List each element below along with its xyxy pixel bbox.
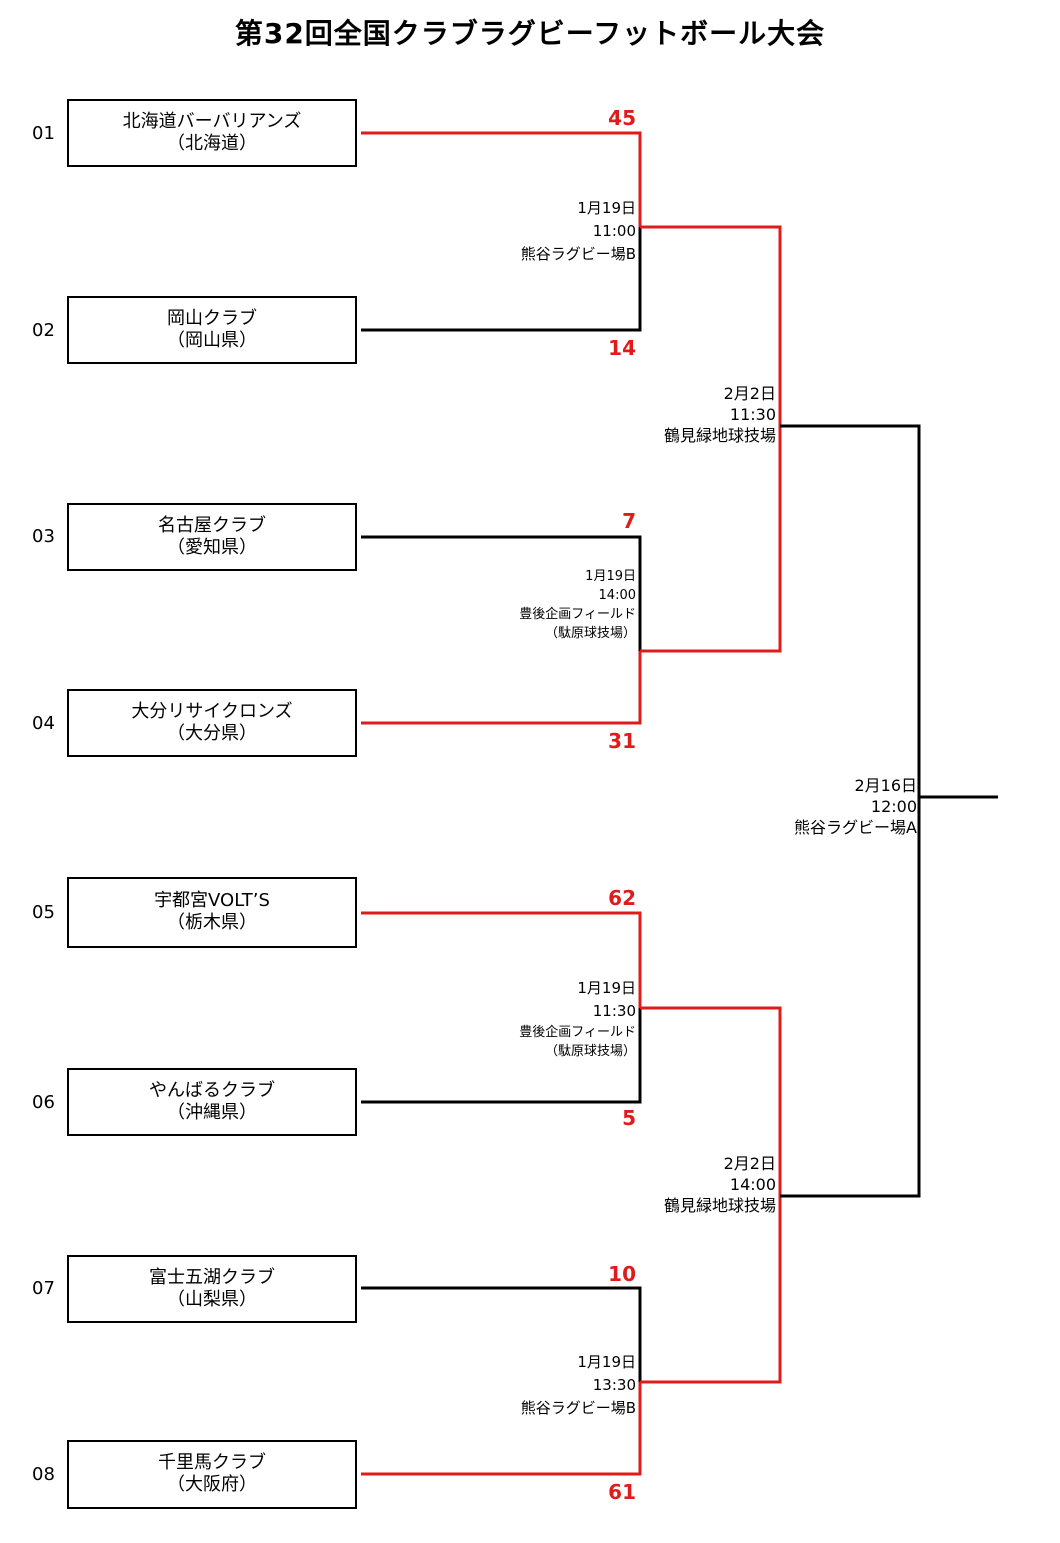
match-venue: 豊後企画フィールド [519, 1025, 636, 1040]
team-name: 名古屋クラブ [158, 515, 266, 536]
match-info-r1-1: 1月19日 11:00 熊谷ラグビー場B [521, 197, 636, 266]
score-team-03: 7 [622, 509, 636, 533]
match-info-r1-3: 1月19日 11:30 豊後企画フィールド （駄原球技場） [519, 977, 636, 1061]
match-venue: 鶴見緑地球技場 [663, 426, 776, 445]
line-team-06 [361, 1008, 642, 1104]
line-winner-m4 [640, 1196, 782, 1384]
seed-number: 07 [32, 1278, 55, 1299]
team-prefecture: （岡山県） [167, 330, 257, 351]
team-box: やんばるクラブ （沖縄県） [67, 1068, 357, 1136]
score-team-04: 31 [608, 729, 636, 753]
seed-number: 02 [32, 320, 55, 341]
match-venue-sub: （駄原球技場） [544, 626, 636, 641]
score-team-02: 14 [608, 336, 636, 360]
match-time: 12:00 [870, 797, 917, 816]
seed-number: 06 [32, 1092, 55, 1113]
line-winner-m1 [640, 225, 782, 426]
match-time: 14:00 [729, 1175, 776, 1194]
team-box: 名古屋クラブ （愛知県） [67, 503, 357, 571]
team-box: 大分リサイクロンズ （大分県） [67, 689, 357, 757]
team-prefecture: （愛知県） [167, 537, 257, 558]
match-venue: 豊後企画フィールド [519, 607, 636, 622]
score-team-01: 45 [608, 106, 636, 130]
seed-number: 03 [32, 526, 55, 547]
match-time: 13:30 [592, 1376, 636, 1394]
line-team-03 [361, 535, 642, 651]
team-name: やんばるクラブ [149, 1080, 275, 1101]
match-info-r1-2: 1月19日 14:00 豊後企画フィールド （駄原球技場） [519, 567, 636, 643]
team-name: 岡山クラブ [167, 308, 257, 329]
seed-number: 01 [32, 123, 55, 144]
score-team-06: 5 [622, 1106, 636, 1130]
team-box: 宇都宮VOLT’S （栃木県） [67, 877, 357, 948]
team-prefecture: （大分県） [167, 723, 257, 744]
match-info-final: 2月16日 12:00 熊谷ラグビー場A [794, 775, 917, 838]
match-time: 11:30 [729, 405, 776, 424]
team-name: 北海道バーバリアンズ [122, 111, 302, 132]
match-time: 11:00 [592, 222, 636, 240]
team-box: 富士五湖クラブ （山梨県） [67, 1255, 357, 1323]
match-time: 14:00 [598, 588, 636, 603]
score-team-07: 10 [608, 1262, 636, 1286]
match-info-semi-2: 2月2日 14:00 鶴見緑地球技場 [664, 1153, 776, 1216]
match-info-r1-4: 1月19日 13:30 熊谷ラグビー場B [521, 1351, 636, 1420]
team-prefecture: （大阪府） [167, 1474, 257, 1495]
team-name: 富士五湖クラブ [149, 1267, 275, 1288]
line-team-07 [361, 1286, 642, 1382]
team-prefecture: （山梨県） [167, 1289, 257, 1310]
line-team-04 [361, 651, 642, 725]
team-box: 北海道バーバリアンズ （北海道） [67, 99, 357, 167]
team-prefecture: （沖縄県） [167, 1102, 257, 1123]
match-time: 11:30 [592, 1002, 636, 1020]
match-date: 2月2日 [723, 1154, 776, 1173]
team-name: 大分リサイクロンズ [131, 701, 293, 722]
match-venue-sub: （駄原球技場） [544, 1044, 636, 1059]
match-date: 1月19日 [577, 979, 636, 997]
line-team-08 [361, 1382, 642, 1476]
match-date: 1月19日 [577, 199, 636, 217]
line-semi1-out [780, 424, 921, 797]
line-team-01 [361, 131, 642, 227]
match-venue: 鶴見緑地球技場 [663, 1196, 776, 1215]
score-team-08: 61 [608, 1480, 636, 1504]
match-date: 1月19日 [577, 1353, 636, 1371]
team-name: 千里馬クラブ [158, 1452, 266, 1473]
match-info-semi-1: 2月2日 11:30 鶴見緑地球技場 [664, 383, 776, 446]
match-venue: 熊谷ラグビー場A [794, 818, 917, 837]
line-winner-m2 [640, 426, 782, 653]
match-date: 2月16日 [854, 776, 917, 795]
seed-number: 08 [32, 1464, 55, 1485]
line-semi2-out [780, 797, 921, 1198]
team-name: 宇都宮VOLT’S [154, 890, 270, 911]
match-date: 1月19日 [585, 569, 636, 584]
line-team-02 [361, 227, 642, 332]
team-box: 岡山クラブ （岡山県） [67, 296, 357, 364]
seed-number: 05 [32, 902, 55, 923]
team-prefecture: （北海道） [167, 133, 257, 154]
team-box: 千里馬クラブ （大阪府） [67, 1440, 357, 1509]
team-prefecture: （栃木県） [167, 912, 257, 933]
page-title: 第32回全国クラブラグビーフットボール大会 [234, 17, 826, 50]
match-date: 2月2日 [723, 384, 776, 403]
match-venue: 熊谷ラグビー場B [520, 1399, 636, 1417]
score-team-05: 62 [608, 886, 636, 910]
match-venue: 熊谷ラグビー場B [520, 245, 636, 263]
line-winner-m3 [640, 1006, 782, 1196]
seed-number: 04 [32, 713, 55, 734]
line-team-05 [361, 911, 642, 1008]
